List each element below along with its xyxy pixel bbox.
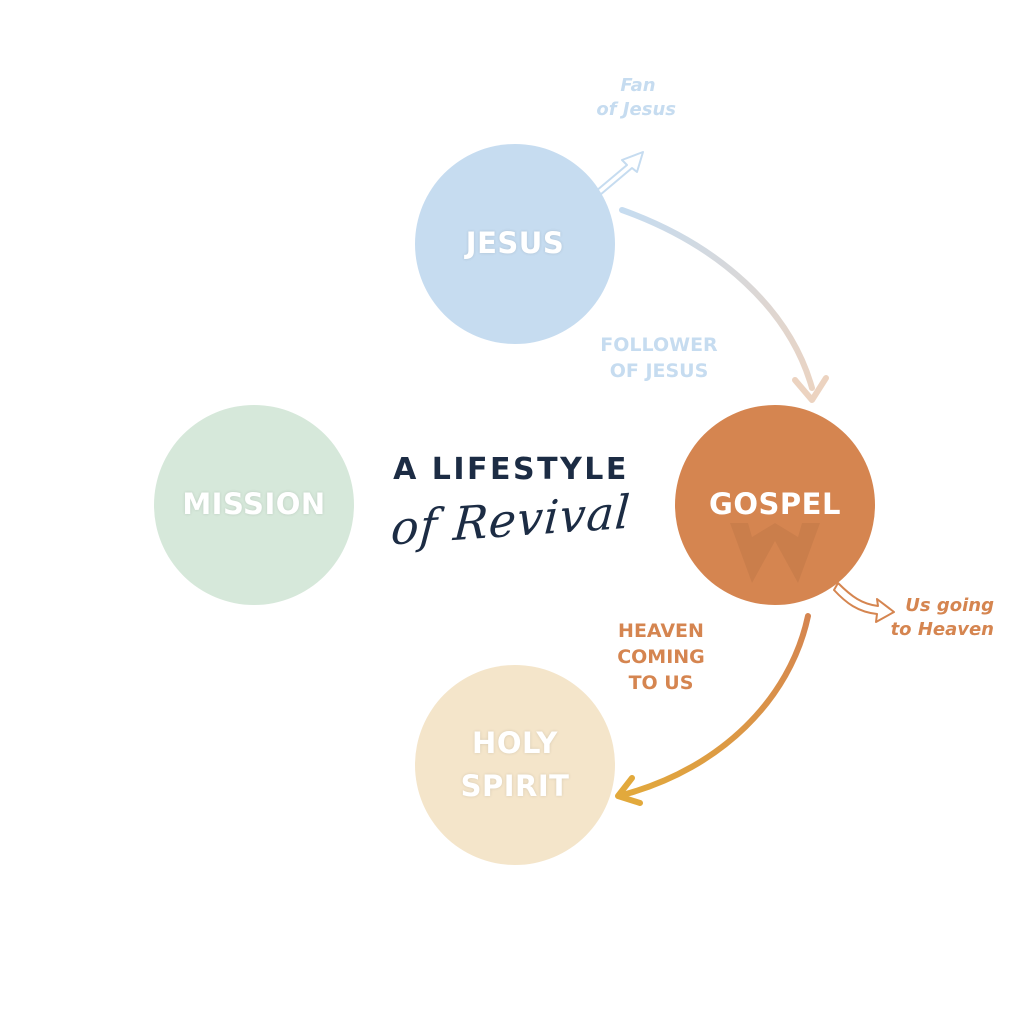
heaven-line2: COMING	[617, 646, 705, 668]
mission-label: MISSION	[182, 487, 326, 522]
holy-spirit-circle: HOLY SPIRIT	[415, 665, 615, 865]
us-going-line2: to Heaven	[890, 619, 994, 640]
fan-of-jesus-label: Fan of Jesus	[580, 74, 676, 122]
follower-line2: OF JESUS	[609, 360, 709, 382]
holy-spirit-label-line2: SPIRIT	[460, 769, 570, 803]
title-line2-script: of Revival	[389, 484, 633, 556]
jesus-circle: JESUS	[415, 144, 615, 344]
gospel-watermark-icon	[730, 523, 820, 583]
title-line1: A LIFESTYLE	[393, 452, 629, 487]
heaven-line1: HEAVEN	[618, 620, 704, 642]
us-going-to-heaven-label: Us going to Heaven	[870, 594, 994, 642]
us-going-to-heaven-arrow-icon	[833, 582, 895, 623]
jesus-label: JESUS	[465, 226, 565, 261]
mission-circle: MISSION	[154, 405, 354, 605]
gospel-label: GOSPEL	[709, 487, 841, 522]
follower-of-jesus-label: FOLLOWER OF JESUS	[586, 332, 732, 384]
gospel-to-spirit-arrow	[623, 613, 811, 797]
heaven-line3: TO US	[628, 672, 694, 694]
us-going-line1: Us going	[905, 595, 994, 616]
gospel-circle: GOSPEL	[675, 405, 875, 605]
jesus-to-gospel-arrow	[619, 207, 815, 391]
center-title: A LIFESTYLE of Revival	[372, 452, 650, 556]
follower-line1: FOLLOWER	[600, 334, 718, 356]
heaven-coming-to-us-label: HEAVEN COMING TO US	[596, 618, 726, 696]
holy-spirit-label-line1: HOLY	[472, 725, 558, 760]
gospel-to-spirit-arrowhead	[615, 775, 643, 806]
jesus-to-gospel-arrowhead	[792, 375, 829, 403]
fan-line1: Fan	[620, 75, 656, 96]
fan-line2: of Jesus	[596, 99, 676, 120]
